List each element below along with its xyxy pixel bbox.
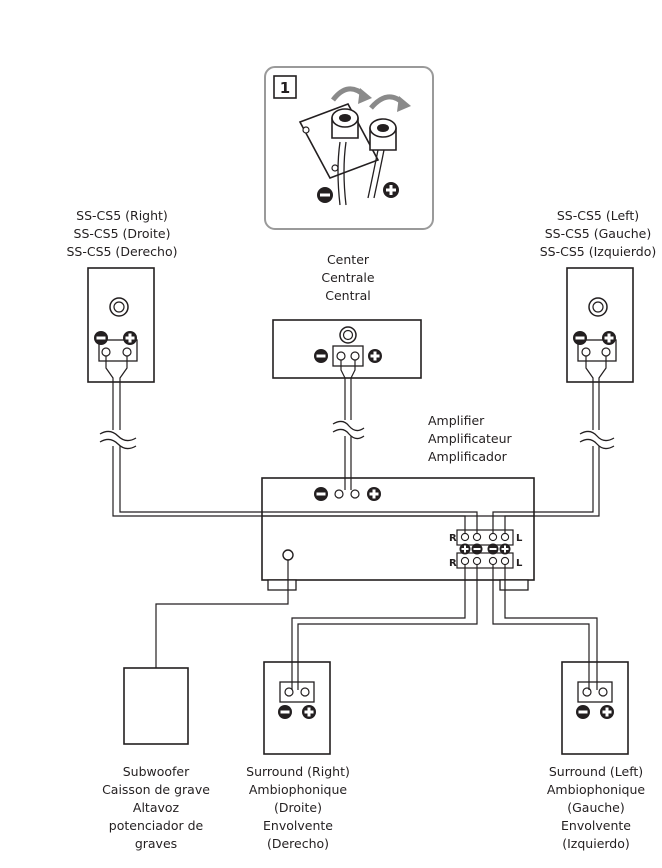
cable-subwoofer [155, 560, 289, 668]
speaker-subwoofer [123, 667, 189, 745]
negative-terminal-icon [94, 331, 108, 345]
label-front-right: SS-CS5 (Right) SS-CS5 (Droite) SS-CS5 (D… [66, 208, 177, 259]
positive-terminal-icon [302, 705, 316, 719]
positive-terminal-icon [459, 543, 471, 555]
label-surround-left: Surround (Left) Ambiophonique (Gauche) E… [547, 764, 646, 851]
subwoofer-output-jack [282, 549, 294, 561]
svg-text:Amplifier: Amplifier [428, 413, 485, 428]
svg-text:Center: Center [327, 252, 370, 267]
negative-terminal-icon [576, 705, 590, 719]
svg-text:SS-CS5 (Izquierdo): SS-CS5 (Izquierdo) [540, 244, 657, 259]
svg-text:Amplificador: Amplificador [428, 449, 508, 464]
channel-label-right: R [449, 533, 457, 544]
amplifier: R R L L [261, 477, 535, 591]
svg-text:graves: graves [135, 836, 177, 851]
positive-terminal-icon [383, 182, 399, 198]
label-surround-right: Surround (Right) Ambiophonique (Droite) … [246, 764, 350, 851]
terminal-knob-negative [331, 108, 359, 139]
amp-center-terminals [314, 487, 381, 501]
svg-text:Envolvente: Envolvente [263, 818, 333, 833]
svg-text:Subwoofer: Subwoofer [123, 764, 190, 779]
svg-text:Surround (Right): Surround (Right) [246, 764, 350, 779]
channel-label-right: R [449, 558, 457, 569]
negative-terminal-icon [317, 187, 333, 203]
negative-terminal-icon [487, 543, 499, 555]
label-subwoofer: Subwoofer Caisson de grave Altavoz poten… [102, 764, 210, 851]
positive-terminal-icon [602, 331, 616, 345]
svg-text:Caisson de grave: Caisson de grave [102, 782, 210, 797]
speaker-front-right [87, 267, 155, 383]
amp-front-surround-terminals: R R L L [449, 529, 523, 569]
label-center: Center Centrale Central [321, 252, 375, 303]
negative-terminal-icon [573, 331, 587, 345]
negative-terminal-icon [314, 487, 328, 501]
svg-text:Ambiophonique: Ambiophonique [547, 782, 646, 797]
svg-text:Central: Central [325, 288, 371, 303]
step-1-inset: 1 [264, 66, 434, 230]
channel-label-left: L [516, 558, 523, 569]
channel-label-left: L [516, 533, 523, 544]
positive-terminal-icon [499, 543, 511, 555]
speaker-front-left [566, 267, 634, 383]
cable-surround-left [492, 565, 598, 690]
step-number: 1 [280, 79, 290, 97]
cable-front-left [492, 356, 615, 533]
label-amplifier: Amplifier Amplificateur Amplificador [428, 413, 513, 464]
svg-text:Surround (Left): Surround (Left) [549, 764, 643, 779]
positive-terminal-icon [123, 331, 137, 345]
positive-terminal-icon [600, 705, 614, 719]
label-front-left: SS-CS5 (Left) SS-CS5 (Gauche) SS-CS5 (Iz… [540, 208, 657, 259]
svg-text:(Derecho): (Derecho) [267, 836, 329, 851]
speaker-surround-right [263, 661, 331, 755]
positive-terminal-icon [368, 349, 382, 363]
negative-terminal-icon [471, 543, 483, 555]
svg-text:Envolvente: Envolvente [561, 818, 631, 833]
svg-text:Amplificateur: Amplificateur [428, 431, 513, 446]
svg-text:(Droite): (Droite) [274, 800, 322, 815]
svg-text:Centrale: Centrale [321, 270, 375, 285]
svg-text:SS-CS5 (Right): SS-CS5 (Right) [76, 208, 168, 223]
svg-text:Ambiophonique: Ambiophonique [249, 782, 348, 797]
svg-text:(Gauche): (Gauche) [567, 800, 625, 815]
speaker-surround-left [561, 661, 629, 755]
svg-text:(Izquierdo): (Izquierdo) [562, 836, 630, 851]
cable-front-right [99, 356, 478, 533]
negative-terminal-icon [314, 349, 328, 363]
negative-terminal-icon [278, 705, 292, 719]
svg-text:SS-CS5 (Gauche): SS-CS5 (Gauche) [545, 226, 651, 241]
svg-text:SS-CS5 (Left): SS-CS5 (Left) [557, 208, 639, 223]
svg-text:Altavoz: Altavoz [133, 800, 180, 815]
svg-text:SS-CS5 (Derecho): SS-CS5 (Derecho) [66, 244, 177, 259]
cable-surround-right [291, 565, 478, 690]
svg-text:SS-CS5 (Droite): SS-CS5 (Droite) [74, 226, 171, 241]
speaker-center [272, 319, 422, 379]
positive-terminal-icon [367, 487, 381, 501]
terminal-knob-positive [369, 118, 397, 151]
cable-center [332, 360, 365, 490]
svg-text:potenciador de: potenciador de [109, 818, 204, 833]
